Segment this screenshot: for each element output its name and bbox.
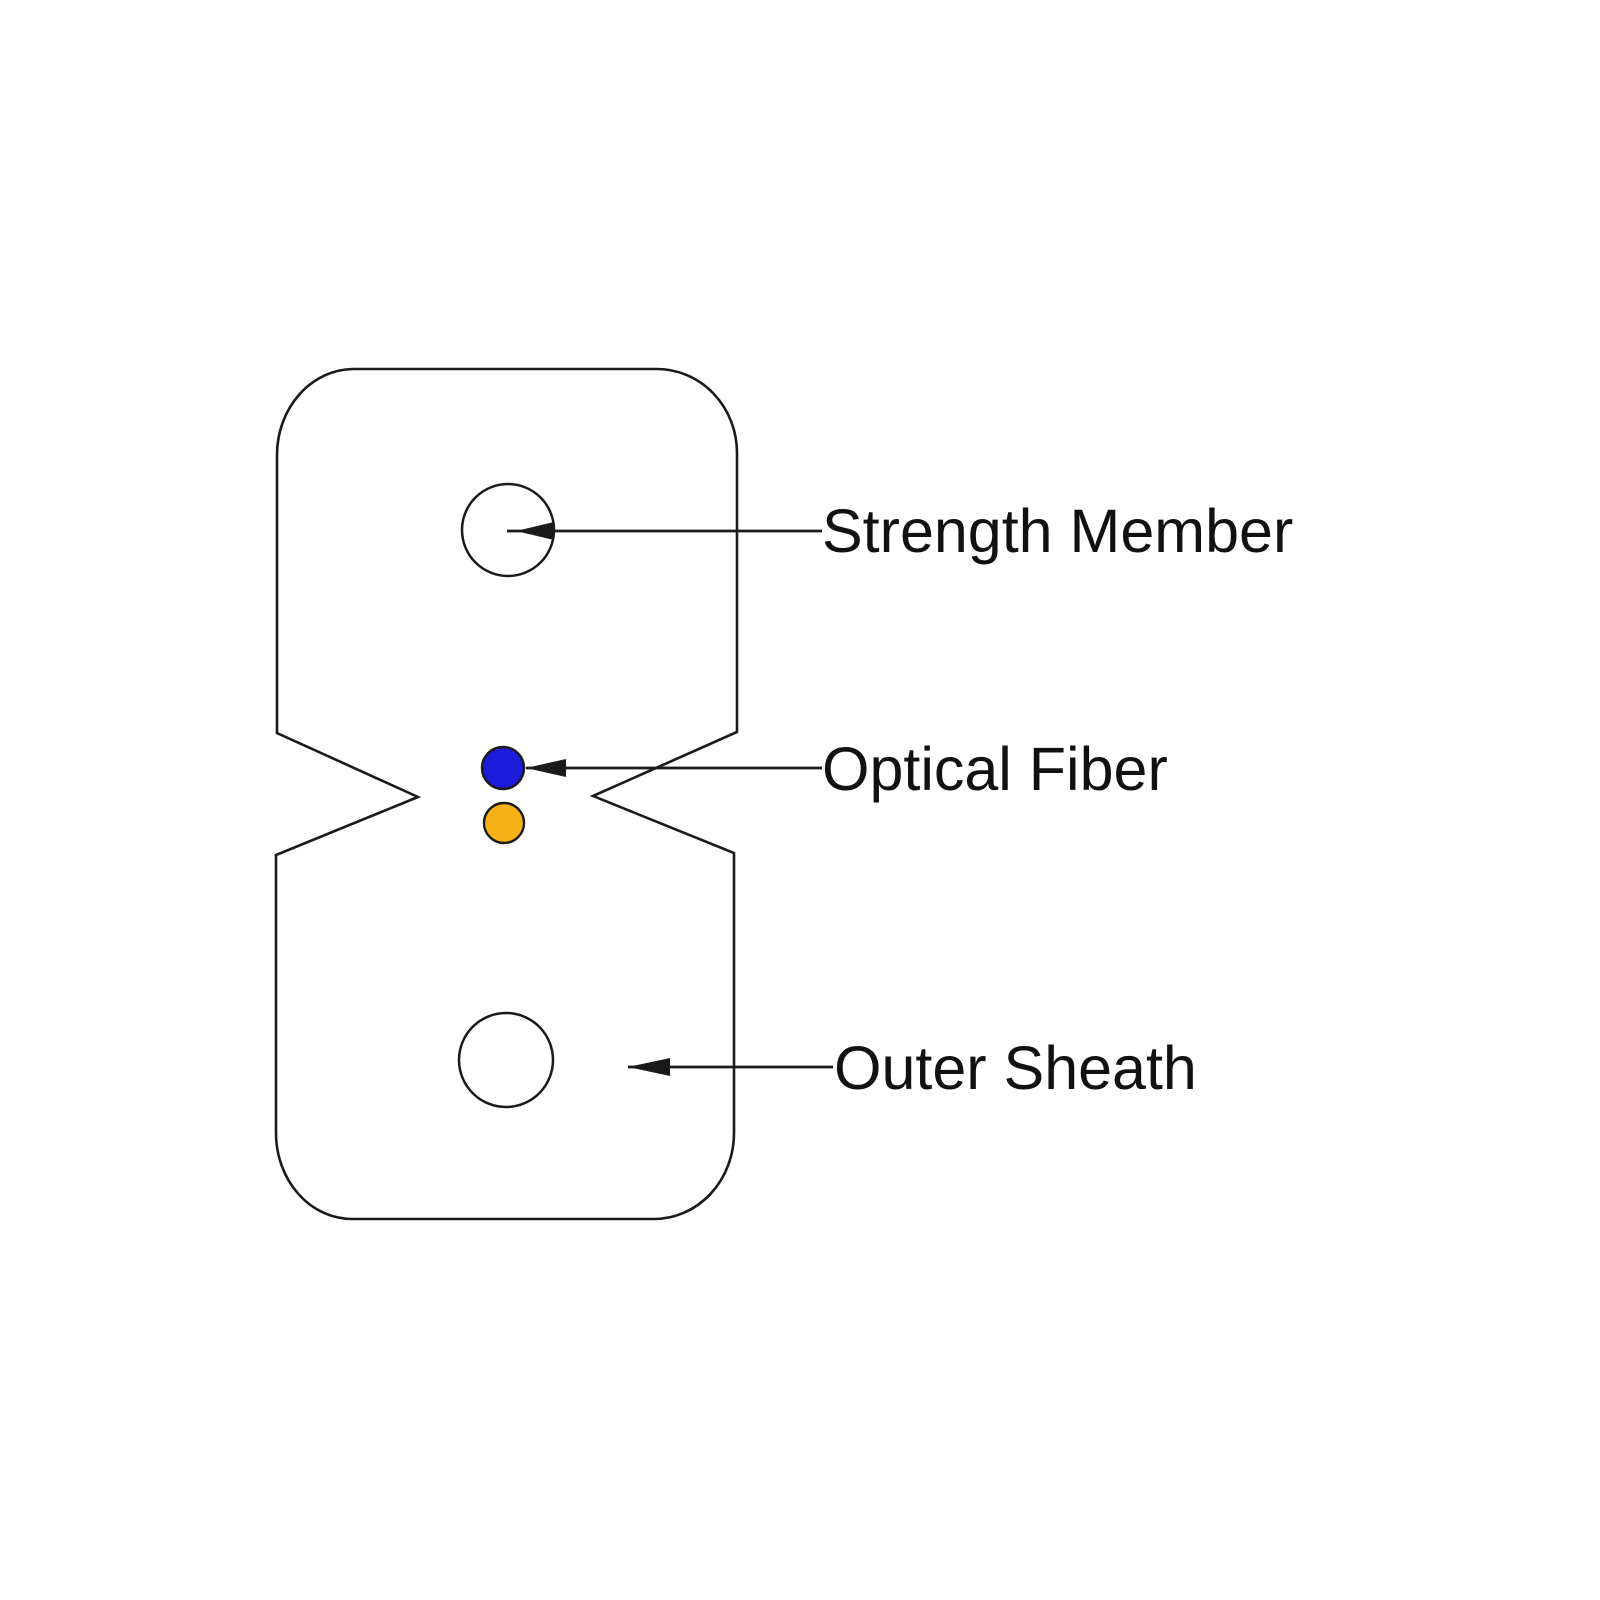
strength-member-leader: Strength Member: [507, 497, 1293, 565]
strength-member-arrowhead-icon: [516, 522, 554, 540]
optical-fiber-arrowhead-icon: [526, 759, 566, 777]
outer-sheath-label: Outer Sheath: [834, 1034, 1197, 1102]
outer-sheath-outline: [274, 367, 739, 1221]
optical-fiber-blue-dot: [480, 745, 526, 791]
strength-member-bottom-circle: [457, 1011, 555, 1109]
outer-sheath-leader: Outer Sheath: [628, 1034, 1197, 1102]
optical-fiber-leader: Optical Fiber: [526, 735, 1168, 803]
optical-fiber-orange-dot: [482, 801, 526, 845]
optical-fiber-label: Optical Fiber: [822, 735, 1168, 803]
outer-sheath-arrowhead-icon: [628, 1058, 670, 1076]
strength-member-label: Strength Member: [822, 497, 1293, 565]
